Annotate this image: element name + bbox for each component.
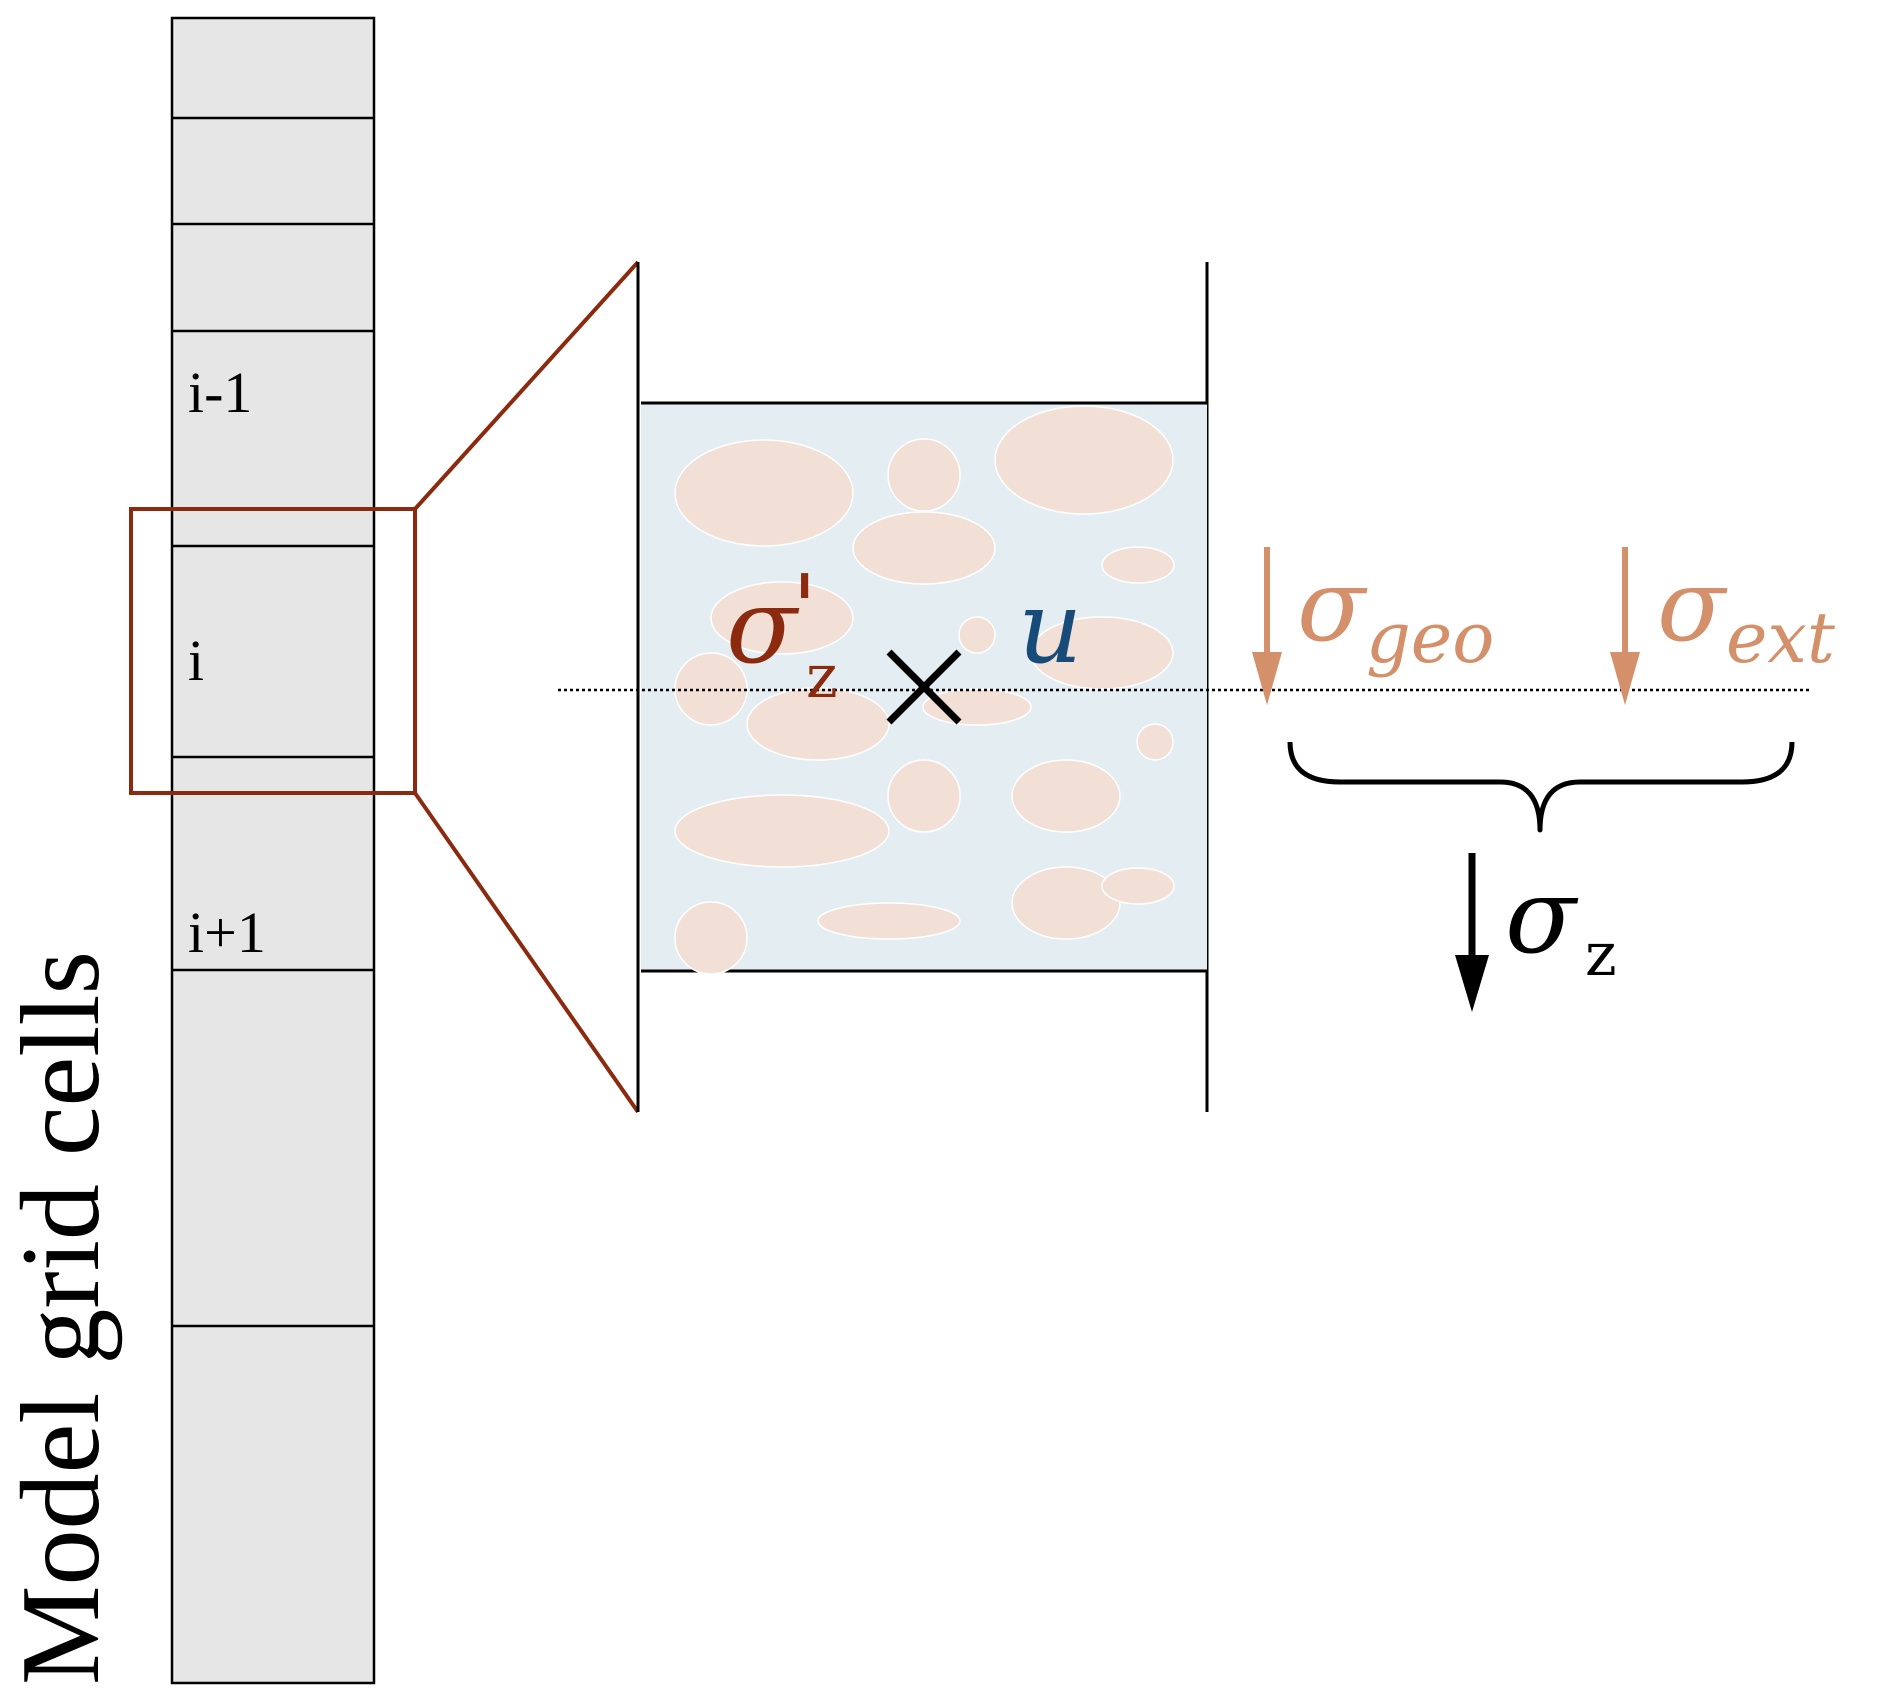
soil-particle (852, 511, 996, 585)
ext-stress-arrow (1610, 547, 1640, 705)
soil-particle (958, 616, 996, 654)
soil-particle (994, 405, 1174, 515)
cell-center-marker (886, 649, 962, 725)
soil-particle (1101, 546, 1175, 584)
effective-stress-symbol: σ (726, 565, 800, 687)
soil-particle (887, 759, 961, 833)
cell-center-marker-stroke (886, 649, 962, 725)
soil-particle (887, 438, 961, 512)
geo-stress-symbol: σ (1297, 547, 1368, 664)
soil-particle (1101, 867, 1175, 905)
soil-particle (674, 794, 890, 868)
ext-stress-subscript: ext (1726, 597, 1836, 679)
ext-stress-arrow-head (1610, 652, 1640, 705)
highlight-box (129, 507, 417, 795)
soil-particle (1030, 616, 1174, 690)
soil-particle (1011, 759, 1121, 833)
soil-particle (1136, 723, 1174, 761)
soil-particles (674, 405, 1175, 975)
ext-stress-symbol: σ (1657, 547, 1728, 664)
geo-stress-arrow (1252, 547, 1282, 705)
effective-stress-subscript: z (806, 642, 838, 712)
cell-label-i: i (188, 628, 204, 693)
cell-label-i-minus-1: i-1 (188, 360, 252, 425)
grid-column-frame (170, 16, 376, 1685)
geo-stress-arrow-head (1252, 652, 1282, 705)
total-stress-arrow (1455, 853, 1489, 1012)
total-stress-arrow-head (1455, 955, 1489, 1012)
soil-particle (710, 581, 854, 655)
soil-particle (674, 901, 748, 975)
effective-stress-prime: ' (792, 555, 817, 662)
cell-label-i-plus-1: i+1 (188, 900, 266, 965)
soil-particle (746, 687, 890, 761)
geo-stress-subscript: geo (1366, 597, 1494, 679)
grid-column: i-1 i i+1 (170, 16, 376, 1685)
soil-particle (674, 439, 854, 547)
total-stress-symbol: σ (1505, 855, 1579, 977)
zoom-line-bottom (413, 791, 640, 1114)
total-stress-subscript: z (1585, 920, 1617, 990)
sum-brace (1287, 741, 1795, 833)
soil-particle (817, 902, 961, 940)
soil-particle (1011, 866, 1121, 940)
displacement-symbol: u (1018, 569, 1082, 686)
zoom-line-top (413, 260, 640, 511)
axis-label: Model grid cells (0, 951, 123, 1685)
